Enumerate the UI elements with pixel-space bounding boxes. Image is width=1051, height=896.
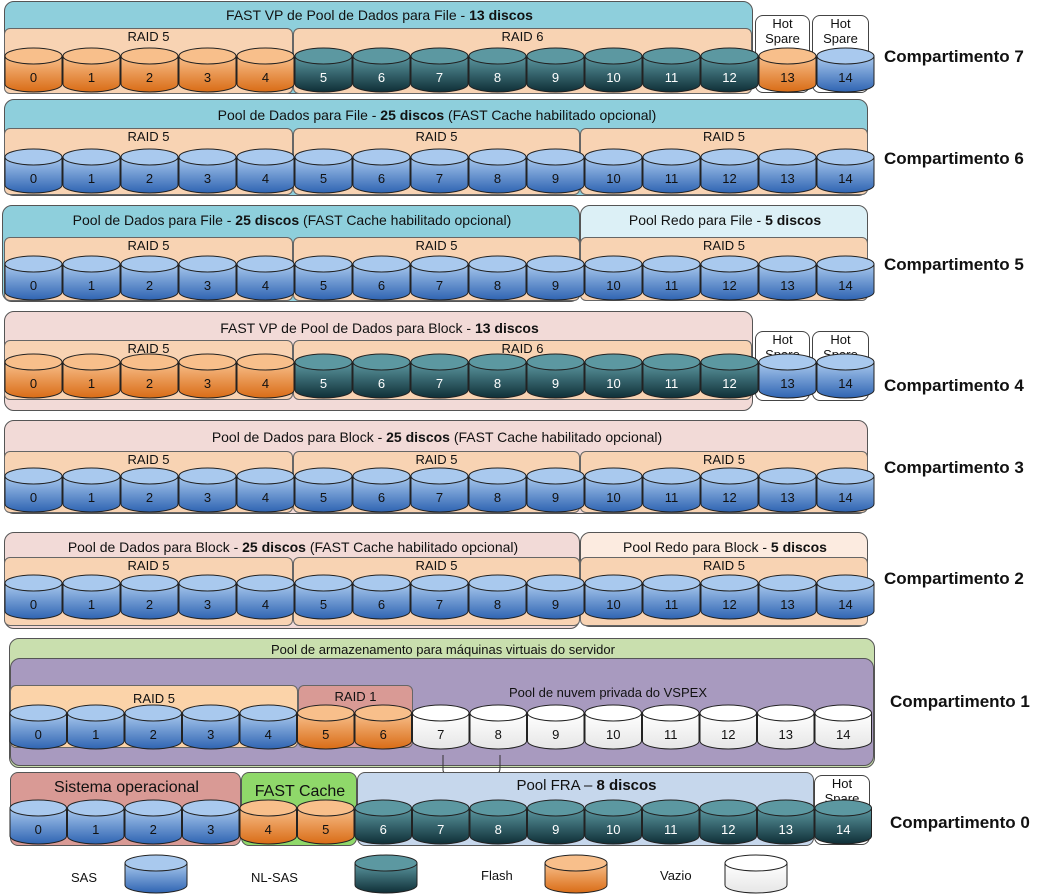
disk-body bbox=[354, 862, 418, 894]
disk bbox=[124, 854, 188, 894]
pool-title: Pool de armazenamento para máquinas virt… bbox=[271, 642, 615, 657]
disk bbox=[544, 854, 608, 894]
raid5-group: RAID 5 bbox=[580, 557, 868, 626]
pool-title: Pool de Dados para File - 25 discos (FAS… bbox=[217, 107, 657, 123]
os-label: Sistema operacional bbox=[54, 779, 199, 796]
disk-body bbox=[724, 862, 788, 894]
raid6-group: RAID 6 bbox=[293, 28, 752, 94]
enclosure-label: Compartimento 6 bbox=[884, 149, 1024, 168]
fra-pool: Pool FRA – 8 discos bbox=[357, 772, 814, 846]
raid5-group: RAID 5 bbox=[293, 557, 580, 626]
raid-label: RAID 5 bbox=[127, 129, 170, 144]
raid-label: RAID 5 bbox=[703, 238, 745, 253]
enclosure-label: Compartimento 1 bbox=[890, 692, 1030, 711]
pool-title: Pool de Dados para File - 25 discos (FAS… bbox=[72, 212, 512, 228]
enclosure-label: Compartimento 7 bbox=[884, 47, 1024, 66]
raid-label: RAID 5 bbox=[703, 558, 745, 573]
disk bbox=[724, 854, 788, 894]
raid1-group: RAID 1 bbox=[298, 685, 413, 748]
raid5-group: RAID 5 bbox=[580, 237, 868, 301]
raid5-group: RAID 5 bbox=[4, 237, 293, 301]
raid6-group: RAID 6 bbox=[293, 340, 752, 400]
pool-title: Pool Redo para Block - 5 discos bbox=[623, 539, 827, 555]
legend-label: Vazio bbox=[660, 868, 692, 883]
raid5-group: RAID 5 bbox=[4, 128, 293, 195]
disk-top bbox=[124, 854, 188, 872]
enclosure-label: Compartimento 3 bbox=[884, 458, 1024, 477]
pool-title: FAST VP de Pool de Dados para Block - 13… bbox=[220, 320, 539, 336]
legend-label: SAS bbox=[71, 870, 98, 885]
enclosure-label: Compartimento 5 bbox=[884, 255, 1024, 274]
raid-label: RAID 6 bbox=[501, 341, 544, 356]
disk-top bbox=[354, 854, 418, 872]
raid-label: RAID 5 bbox=[703, 452, 745, 467]
legend-label: NL-SAS bbox=[251, 870, 298, 885]
raid5-group: RAID 5 bbox=[4, 28, 293, 94]
raid-label: RAID 5 bbox=[415, 558, 458, 573]
raid-label: RAID 5 bbox=[703, 129, 745, 144]
disk bbox=[354, 854, 418, 894]
fast-cache-label: FAST Cache bbox=[254, 783, 346, 800]
pool-title: FAST VP de Pool de Dados para File - 13 … bbox=[226, 7, 533, 23]
raid-label: RAID 1 bbox=[334, 689, 377, 704]
raid-label: RAID 5 bbox=[415, 452, 458, 467]
raid5-group: RAID 5 bbox=[293, 237, 580, 301]
raid5-group: RAID 5 bbox=[580, 451, 868, 513]
enclosure-label: Compartimento 0 bbox=[890, 813, 1030, 832]
raid5-group: RAID 5 bbox=[4, 340, 293, 400]
disk-top bbox=[544, 854, 608, 872]
enclosure-label: Compartimento 2 bbox=[884, 569, 1024, 588]
disk-body bbox=[124, 862, 188, 894]
raid5-group: RAID 5 bbox=[10, 685, 298, 748]
fast-cache-group: FAST Cache bbox=[241, 772, 357, 846]
os-group: Sistema operacional bbox=[10, 772, 241, 846]
pool-title: Pool Redo para File - 5 discos bbox=[628, 212, 822, 228]
legend-label: Flash bbox=[481, 868, 513, 883]
raid-label: RAID 5 bbox=[415, 238, 458, 253]
raid5-group: RAID 5 bbox=[4, 451, 293, 513]
raid-label: RAID 5 bbox=[415, 129, 458, 144]
raid-label: RAID 5 bbox=[127, 29, 170, 44]
raid5-group: RAID 5 bbox=[293, 128, 580, 195]
pool-title: Pool de Dados para Block - 25 discos (FA… bbox=[211, 429, 663, 445]
raid5-group: RAID 5 bbox=[580, 128, 868, 195]
raid-label: RAID 5 bbox=[127, 341, 170, 356]
raid-label: RAID 5 bbox=[127, 238, 170, 253]
pool-title: Pool de nuvem privada do VSPEX bbox=[508, 685, 707, 700]
raid-label: RAID 5 bbox=[127, 452, 170, 467]
raid-label: RAID 5 bbox=[133, 691, 175, 706]
raid-label: RAID 6 bbox=[501, 29, 544, 44]
disk-body bbox=[544, 862, 608, 894]
disk-top bbox=[724, 854, 788, 872]
pool-title: Pool de Dados para Block - 25 discos (FA… bbox=[67, 539, 519, 555]
enclosure-label: Compartimento 4 bbox=[884, 376, 1024, 395]
raid5-group: RAID 5 bbox=[293, 451, 580, 513]
raid5-group: RAID 5 bbox=[4, 557, 293, 626]
raid-label: RAID 5 bbox=[127, 558, 170, 573]
pool-title: Pool FRA – 8 discos bbox=[516, 777, 657, 794]
